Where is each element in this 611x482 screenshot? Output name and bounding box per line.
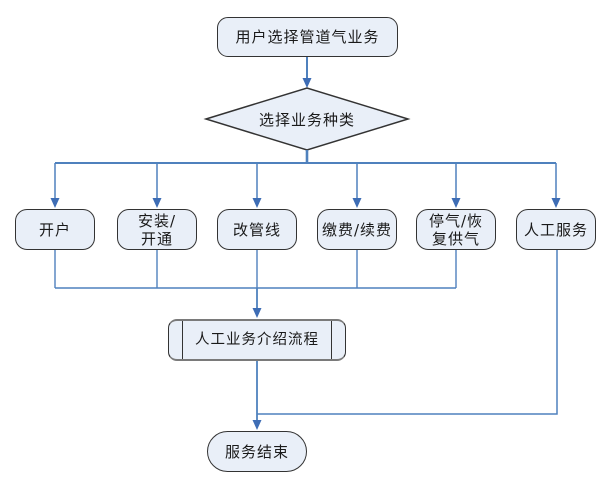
- decision-diamond-shape: [203, 87, 411, 151]
- node-option-label: 安装/ 开通: [137, 211, 177, 248]
- arrowhead-decision: [302, 78, 312, 88]
- node-end-label: 服务结束: [224, 442, 289, 461]
- connector-manual-service-bypass: [257, 250, 558, 415]
- arrowhead-option-4: [352, 198, 362, 208]
- node-option-label: 开户: [38, 220, 71, 239]
- node-end: 服务结束: [207, 431, 307, 472]
- node-option-manual-service: 人工服务: [516, 209, 596, 250]
- arrowhead-option-5: [451, 198, 461, 208]
- node-decision: 选择业务种类: [237, 106, 377, 132]
- node-option-install-activate: 安装/ 开通: [117, 209, 197, 250]
- node-option-label: 人工服务: [523, 220, 588, 239]
- node-option-label: 改管线: [232, 220, 281, 239]
- node-option-change-pipeline: 改管线: [217, 209, 297, 250]
- node-option-pay-renew: 缴费/续费: [317, 209, 397, 250]
- node-option-label: 缴费/续费: [321, 220, 393, 239]
- arrowhead-end: [252, 420, 262, 430]
- arrowhead-option-6: [551, 198, 561, 208]
- arrowhead-option-3: [252, 198, 262, 208]
- predefined-process-bar-right: [330, 321, 332, 359]
- node-option-label: 停气/恢 复供气: [428, 211, 484, 248]
- arrowhead-option-2: [152, 198, 162, 208]
- predefined-process-bar-left: [182, 321, 184, 359]
- node-start-label: 用户选择管道气业务: [235, 28, 380, 46]
- node-decision-label: 选择业务种类: [258, 110, 355, 129]
- node-process-label: 人工业务介绍流程: [195, 332, 319, 348]
- arrowhead-process: [252, 308, 262, 318]
- node-start: 用户选择管道气业务: [217, 17, 398, 57]
- arrowhead-option-1: [50, 198, 60, 208]
- node-option-stop-resume-gas: 停气/恢 复供气: [416, 209, 496, 250]
- node-option-open-account: 开户: [15, 209, 95, 250]
- node-process-intro: 人工业务介绍流程: [168, 319, 346, 361]
